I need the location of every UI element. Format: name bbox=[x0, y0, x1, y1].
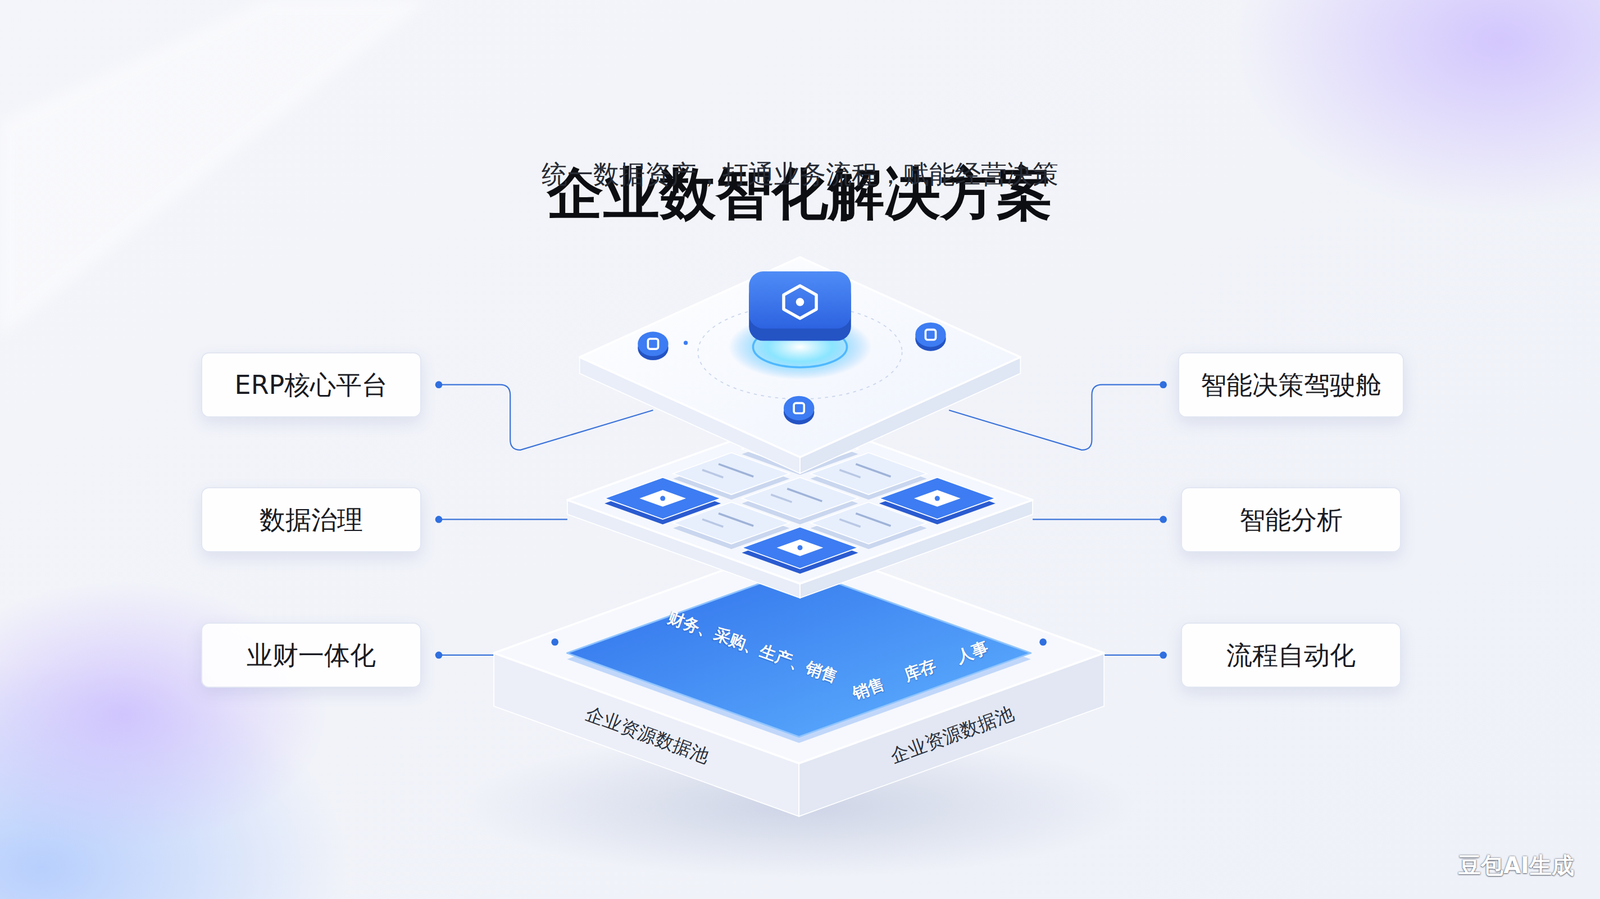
feature-label: ERP核心平台 bbox=[234, 369, 389, 401]
leader-line bbox=[948, 384, 1163, 450]
glow bbox=[1234, 0, 1600, 215]
panel-text: 销售 bbox=[849, 674, 887, 704]
small-dot bbox=[683, 341, 688, 345]
light-streak bbox=[0, 0, 429, 337]
tile-bar bbox=[855, 464, 891, 477]
tile-bar bbox=[702, 519, 724, 527]
feature-box: 数据治理 bbox=[201, 487, 422, 553]
tile-icon bbox=[776, 539, 824, 557]
tile-bar bbox=[718, 464, 754, 477]
tile-bar bbox=[855, 513, 891, 526]
feature-label: 数据治理 bbox=[259, 503, 363, 536]
feature-box: ERP核心平台 bbox=[201, 352, 422, 418]
tile-bar bbox=[702, 469, 724, 477]
feature-label: 流程自动化 bbox=[1226, 639, 1356, 671]
node-icon-mark bbox=[793, 402, 804, 413]
core-block bbox=[748, 271, 852, 329]
feature-box: 流程自动化 bbox=[1180, 622, 1402, 688]
leader-dot bbox=[1159, 651, 1167, 659]
tile-icon bbox=[639, 489, 686, 507]
tile-icon-dot bbox=[797, 544, 803, 550]
core-icon-dot bbox=[796, 297, 805, 307]
feature-box: 业财一体化 bbox=[201, 622, 422, 688]
feature-label: 智能决策驾驶舱 bbox=[1200, 369, 1382, 401]
feature-label: 智能分析 bbox=[1239, 503, 1343, 536]
leader-dot bbox=[435, 515, 443, 524]
leader-line bbox=[438, 384, 653, 450]
module-tile bbox=[741, 526, 858, 569]
leader-dot bbox=[1159, 380, 1167, 389]
base-dot bbox=[1039, 638, 1047, 646]
layer-top bbox=[579, 257, 1021, 458]
glow bbox=[0, 581, 327, 847]
node-icon-mark bbox=[647, 338, 658, 349]
platform-illustration bbox=[463, 257, 1138, 878]
top-layer bbox=[579, 257, 1021, 474]
leader-line bbox=[1032, 518, 1163, 520]
leader-line bbox=[438, 518, 568, 520]
base-label: 企业资源数据池 bbox=[582, 702, 712, 768]
tile-bar bbox=[839, 519, 861, 527]
leader-dot bbox=[435, 651, 443, 659]
node-icon-mark bbox=[925, 329, 936, 340]
feature-box: 智能分析 bbox=[1180, 487, 1402, 553]
base-dot bbox=[551, 638, 559, 646]
leader-dot bbox=[435, 380, 443, 389]
tile-bar bbox=[718, 513, 754, 526]
core-icon bbox=[783, 285, 817, 319]
base-label: 企业资源数据池 bbox=[887, 702, 1017, 768]
panel-text: 人事 bbox=[953, 637, 992, 667]
subtitle: 统一数据资产，打通业务流程，赋能经营决策 bbox=[541, 158, 1059, 190]
node-icon bbox=[637, 331, 668, 357]
node-icon bbox=[783, 396, 815, 421]
tile-bar bbox=[770, 494, 792, 502]
panel-text: 财务、采购、生产、销售 bbox=[665, 607, 842, 687]
panel-text: 库存 bbox=[901, 655, 939, 685]
tile-bar bbox=[839, 469, 861, 477]
node-icon bbox=[915, 322, 946, 348]
watermark: 豆包AI生成 bbox=[1458, 851, 1575, 879]
tile-icon-dot bbox=[934, 495, 940, 501]
feature-label: 业财一体化 bbox=[246, 639, 376, 671]
leader-dot bbox=[1159, 515, 1167, 524]
tile-icon bbox=[914, 489, 961, 507]
feature-box: 智能决策驾驶舱 bbox=[1178, 352, 1404, 418]
tile-bar bbox=[787, 488, 822, 502]
tile-icon-dot bbox=[660, 495, 666, 501]
